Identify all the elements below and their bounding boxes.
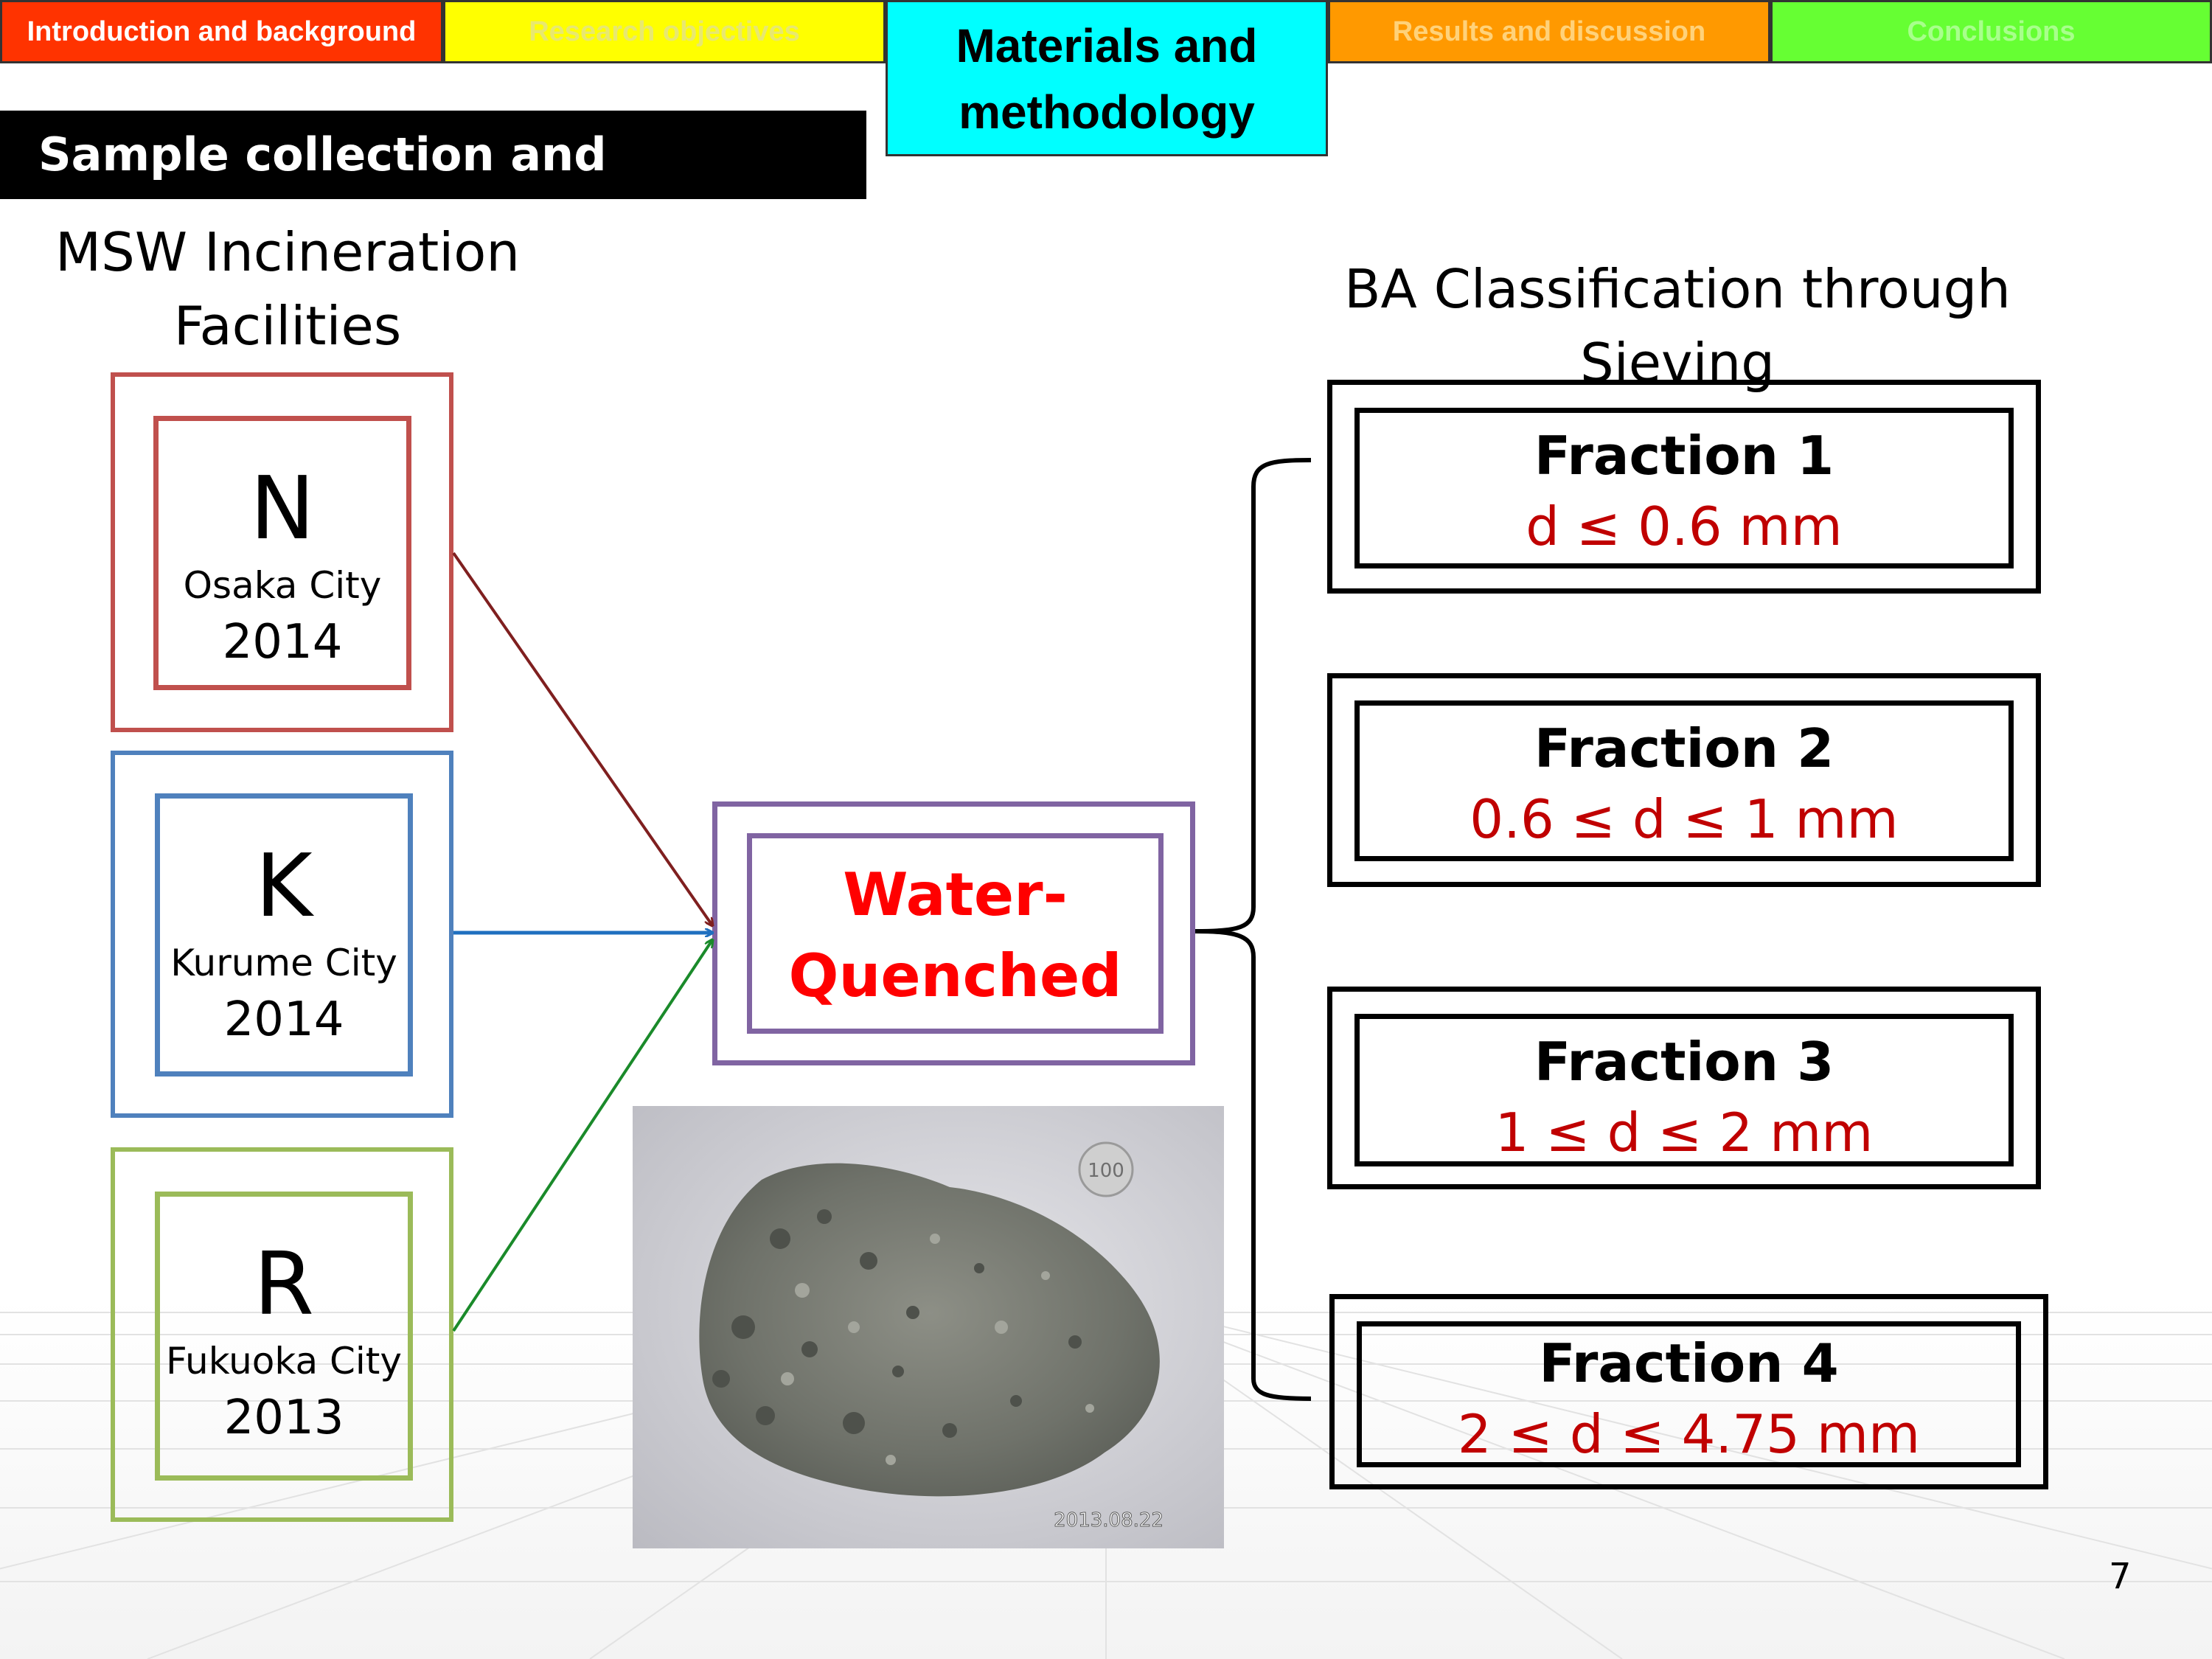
page-number: 7	[2109, 1556, 2132, 1597]
fraction-title: Fraction 4	[1539, 1332, 1839, 1394]
bottom-ash-photo: 100 2013.08.22	[633, 1106, 1224, 1548]
fraction-title: Fraction 1	[1534, 425, 1834, 487]
coin-icon	[1078, 1141, 1134, 1197]
fraction-4-card: Fraction 4 2 ≤ d ≤ 4.75 mm	[1357, 1321, 2021, 1467]
facility-year: 2014	[222, 615, 343, 669]
section-title: Sample collection and preparation	[0, 111, 866, 270]
classification-heading: BA Classification through Sieving	[1344, 258, 2011, 394]
photo-date-stamp: 2013.08.22	[1054, 1509, 1164, 1531]
water-quenched-box: Water- Quenched	[712, 801, 1195, 1065]
facility-letter: R	[254, 1233, 314, 1335]
process-label-line2: Quenched	[788, 942, 1122, 1010]
fraction-range: d ≤ 0.6 mm	[1526, 495, 1843, 557]
facility-letter: K	[255, 835, 313, 936]
fraction-1-card: Fraction 1 d ≤ 0.6 mm	[1354, 408, 2014, 568]
coin-label: 100	[1088, 1160, 1124, 1182]
fraction-range: 2 ≤ d ≤ 4.75 mm	[1457, 1403, 1921, 1465]
tab-results-discussion[interactable]: Results and discussion	[1328, 0, 1770, 63]
fraction-3-box: Fraction 3 1 ≤ d ≤ 2 mm	[1327, 987, 2041, 1189]
process-label-line1: Water-	[843, 860, 1068, 929]
fraction-range: 0.6 ≤ d ≤ 1 mm	[1470, 788, 1899, 850]
facility-year: 2014	[223, 992, 344, 1047]
facility-n-card: N Osaka City 2014	[153, 416, 411, 690]
fraction-2-card: Fraction 2 0.6 ≤ d ≤ 1 mm	[1354, 700, 2014, 861]
tab-label-line1: Materials and	[956, 19, 1258, 72]
tab-introduction[interactable]: Introduction and background	[0, 0, 443, 63]
fraction-3-card: Fraction 3 1 ≤ d ≤ 2 mm	[1354, 1014, 2014, 1166]
facility-r-card: R Fukuoka City 2013	[155, 1192, 413, 1481]
facility-n-box: N Osaka City 2014	[111, 372, 453, 732]
tab-conclusions[interactable]: Conclusions	[1770, 0, 2212, 63]
fraction-title: Fraction 2	[1534, 717, 1834, 779]
facility-k-box: K Kurume City 2014	[111, 751, 453, 1118]
tab-label-line2: methodology	[959, 86, 1255, 139]
fraction-range: 1 ≤ d ≤ 2 mm	[1495, 1102, 1874, 1164]
facility-city: Kurume City	[170, 942, 397, 984]
facility-r-box: R Fukuoka City 2013	[111, 1147, 453, 1522]
fraction-2-box: Fraction 2 0.6 ≤ d ≤ 1 mm	[1327, 673, 2041, 887]
facilities-heading-line2: Facilities	[173, 295, 402, 357]
facility-year: 2013	[223, 1391, 344, 1445]
fraction-title: Fraction 3	[1534, 1031, 1834, 1093]
tab-materials-methodology[interactable]: Materials and methodology	[886, 0, 1328, 156]
facility-letter: N	[249, 457, 316, 559]
fraction-1-box: Fraction 1 d ≤ 0.6 mm	[1327, 380, 2041, 594]
facility-city: Osaka City	[183, 564, 382, 607]
tab-research-objectives[interactable]: Research objectives	[443, 0, 886, 63]
facilities-heading-line1: MSW Incineration	[55, 221, 520, 283]
facilities-heading: MSW Incineration Facilities	[29, 215, 546, 363]
facility-k-card: K Kurume City 2014	[155, 793, 413, 1077]
water-quenched-card: Water- Quenched	[747, 833, 1164, 1034]
fraction-4-box: Fraction 4 2 ≤ d ≤ 4.75 mm	[1329, 1294, 2048, 1489]
facility-city: Fukuoka City	[165, 1340, 403, 1382]
